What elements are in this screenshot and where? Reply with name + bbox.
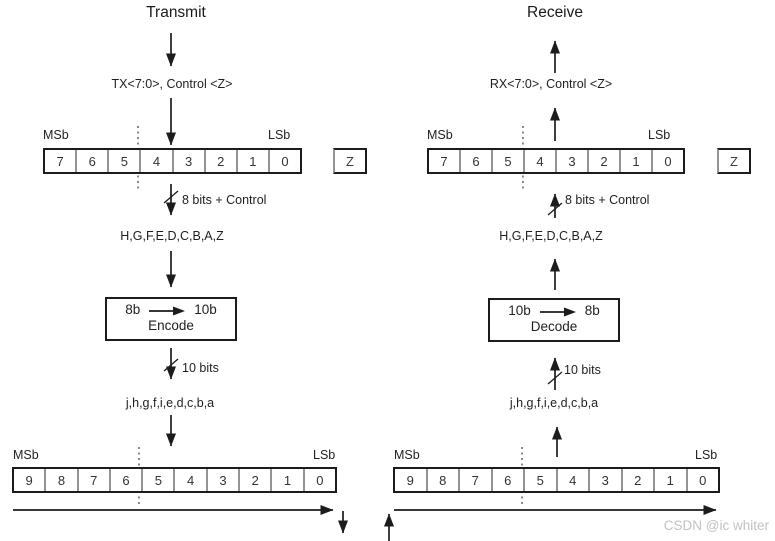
rx-reg8-bit: 3 [555,150,587,172]
rx-reg10-bit: 7 [458,469,491,491]
encoder-box: 8b 10b Encode [105,297,237,341]
watermark-text: CSDN @ic whiter [663,518,769,533]
tx-reg10-bit: 7 [76,469,109,491]
rx-reg8-bit: 2 [587,150,619,172]
rx-reg10-bit: 5 [523,469,556,491]
decoder-to-label: 8b [584,303,600,319]
tx-reg8-lsb-label: LSb [268,128,291,142]
right-arrow-icon [149,306,186,316]
rx-reg8-bit: 1 [619,150,651,172]
decoder-box: 10b 8b Decode [488,298,620,342]
tx-control-bit-box: Z [333,148,367,174]
tx-bus8-slash-icon [163,190,179,204]
rx-reg10-bit: 6 [490,469,524,491]
decoder-name-label: Decode [530,319,578,335]
rx-reg10-bit: 8 [425,469,459,491]
rx-reg10-bit: 1 [653,469,686,491]
right-arrow-icon [539,307,576,317]
tx-reg8-bit: 0 [267,150,300,172]
rx-reg8-bit: 6 [459,150,491,172]
rx-reg8-bit: 5 [491,150,523,172]
tx-reg10-bit: 5 [141,469,173,491]
rx-reg8-register: 7 6 5 4 3 2 1 0 [427,148,685,174]
rx-code8-label: H,G,F,E,D,C,B,A,Z [499,229,603,243]
tx-code8-label: H,G,F,E,D,C,B,A,Z [120,229,224,243]
tx-reg10-bit: 0 [302,469,335,491]
decoder-from-label: 10b [508,303,531,319]
rx-code10-label: j,h,g,f,i,e,d,c,b,a [509,396,599,410]
rx-reg10-msb-label: MSb [394,448,420,462]
tx-reg10-bit: 3 [205,469,238,491]
tx-reg10-bit: 4 [173,469,205,491]
tx-reg10-bit: 8 [44,469,76,491]
tx-reg10-bit: 2 [238,469,270,491]
tx-reg8-register: 7 6 5 4 3 2 1 0 [43,148,302,174]
rx-reg10-bit: 0 [685,469,719,491]
rx-reg8-bit: 4 [523,150,555,172]
rx-reg10-bit: 4 [555,469,589,491]
tx-reg10-register: 9 8 7 6 5 4 3 2 1 0 [12,467,337,493]
rx-control-bit-box: Z [717,148,751,174]
rx-reg8-msb-label: MSb [427,128,453,142]
transmit-title: Transmit [146,4,206,21]
tx-reg8-bit: 1 [235,150,268,172]
tx-bus10-slash-icon [163,358,179,372]
tx-reg8-bit: 2 [203,150,236,172]
rx-reg10-bit: 9 [406,472,414,488]
tx-reg10-bit: 9 [25,472,33,488]
encoder-from-label: 8b [125,302,141,318]
tx-code10-label: j,h,g,f,i,e,d,c,b,a [125,396,215,410]
tx-reg10-msb-label: MSb [13,448,39,462]
rx-bus10-label: 10 bits [564,363,601,377]
rx-reg10-register: 9 8 7 6 5 4 3 2 1 0 [393,467,720,493]
rx-bus8-label: 8 bits + Control [565,193,650,207]
tx-bus8-label: 8 bits + Control [182,193,267,207]
rx-reg8-lsb-label: LSb [648,128,671,142]
rx-reg10-bit: 3 [588,469,621,491]
encoder-to-label: 10b [194,302,217,318]
rx-reg10-bit: 2 [620,469,654,491]
rx-reg8-bit: 7 [440,153,448,169]
tx-reg8-bit: 3 [171,150,204,172]
tx-reg10-lsb-label: LSb [313,448,336,462]
rx-bus10-slash-icon [547,371,563,385]
tx-input-label: TX<7:0>, Control <Z> [111,77,233,91]
tx-reg8-bit: 6 [75,150,107,172]
rx-reg10-lsb-label: LSb [695,448,718,462]
tx-reg8-bit: 4 [139,150,171,172]
tx-bus10-label: 10 bits [182,361,219,375]
receive-title: Receive [527,4,583,21]
rx-bus8-slash-icon [547,202,563,216]
tx-reg8-bit: 5 [107,150,139,172]
rx-output-label: RX<7:0>, Control <Z> [489,77,613,91]
tx-reg8-msb-label: MSb [43,128,69,142]
tx-reg10-bit: 1 [270,469,302,491]
tx-reg8-bit: 7 [56,153,64,169]
encoder-name-label: Encode [148,318,194,334]
tx-reg10-bit: 6 [108,469,141,491]
rx-reg8-bit: 0 [651,150,683,172]
